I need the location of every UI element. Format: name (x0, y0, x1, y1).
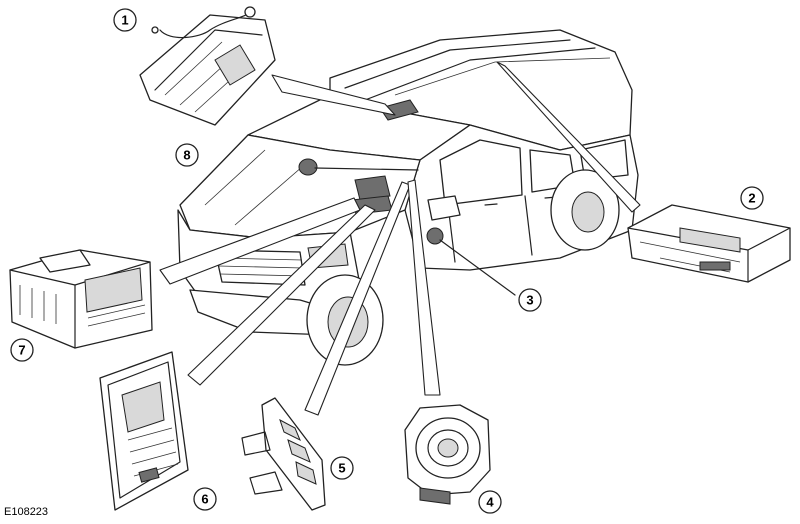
svg-text:1: 1 (121, 13, 128, 28)
callout-1: 1 (113, 8, 137, 32)
component-5-switch-pack (241, 397, 326, 511)
callout-8: 8 (175, 143, 199, 167)
component-7-audio-head-unit (9, 249, 153, 349)
svg-text:2: 2 (748, 191, 755, 206)
callout-2: 2 (740, 186, 764, 210)
callout-4: 4 (478, 490, 502, 514)
svg-text:4: 4 (486, 495, 494, 510)
svg-text:6: 6 (201, 492, 208, 507)
callout-7: 7 (10, 338, 34, 362)
svg-text:5: 5 (338, 461, 345, 476)
leader-pointers (159, 61, 641, 416)
component-4-rotary-coupler (404, 404, 491, 505)
figure-reference: E108223 (4, 506, 49, 518)
callout-3: 3 (518, 288, 542, 312)
svg-text:7: 7 (18, 343, 25, 358)
component-1-roof-console (139, 6, 276, 126)
callout-6: 6 (193, 487, 217, 511)
component-2-control-module (627, 204, 791, 283)
callout-5: 5 (330, 456, 354, 480)
svg-text:3: 3 (526, 293, 533, 308)
svg-text:8: 8 (183, 148, 190, 163)
component-6-electronic-module (99, 351, 189, 511)
